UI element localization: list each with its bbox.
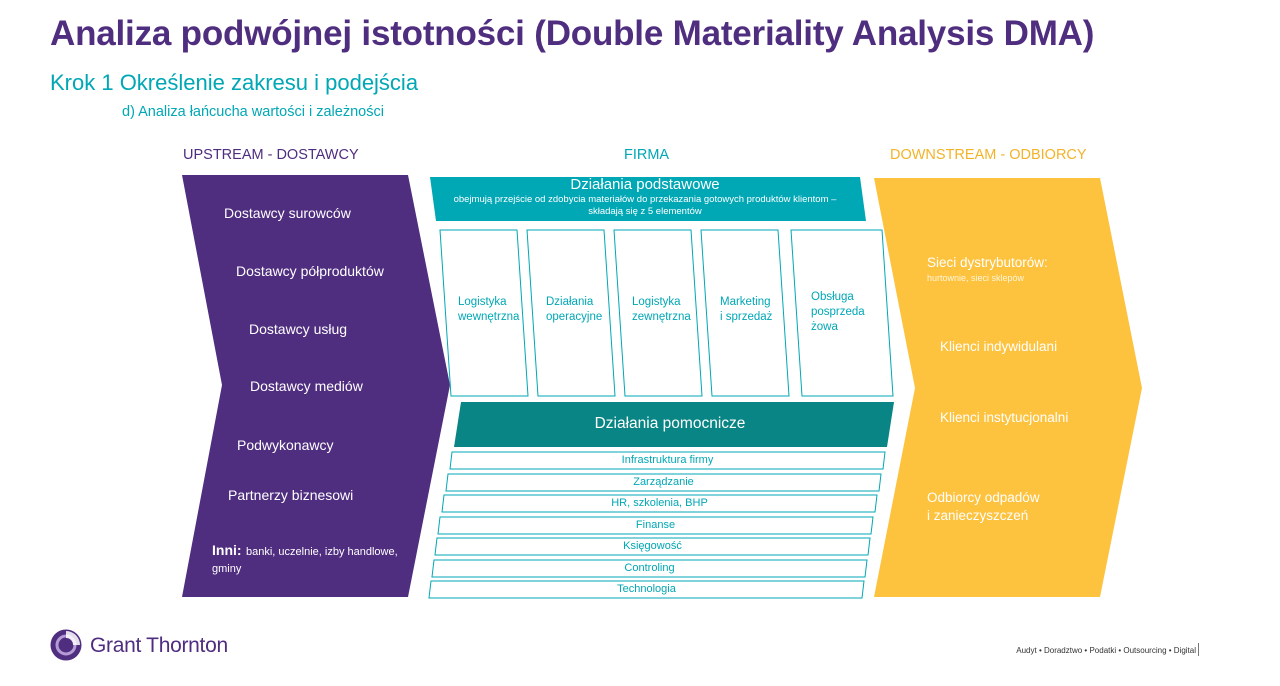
support-item: Controling <box>624 562 675 574</box>
page-subtitle: Krok 1 Określenie zakresu i podejścia <box>50 70 419 95</box>
primary-activities-header: Działania podstawowe obejmują przejście … <box>430 176 860 218</box>
support-row-1 <box>449 451 886 470</box>
support-row-7 <box>428 580 865 599</box>
page-title: Analiza podwójnej istotności (Double Mat… <box>50 14 1095 53</box>
firm-heading: FIRMA <box>624 147 670 163</box>
primary-activities-banner <box>430 177 866 221</box>
downstream-distributors-desc: hurtownie, sieci sklepów <box>927 273 1025 283</box>
support-row-5 <box>434 537 871 556</box>
support-row-3 <box>441 494 878 513</box>
support-item: Technologia <box>617 583 676 595</box>
support-item: HR, szkolenia, BHP <box>611 497 708 509</box>
upstream-others: Inni: banki, uczelnie, izby handlowe, gm… <box>212 542 402 577</box>
downstream-institutional: Klienci instytucjonalni <box>940 410 1069 425</box>
others-label: Inni: <box>212 542 242 558</box>
support-item: Zarządzanie <box>633 476 694 488</box>
footer-services: Audyt • Doradztwo • Podatki • Outsourcin… <box>1016 646 1196 655</box>
upstream-item: Dostawcy surowców <box>224 205 351 221</box>
grant-thornton-logo-icon <box>50 629 82 661</box>
downstream-individual: Klienci indywidulani <box>940 339 1058 354</box>
downstream-chevron <box>874 178 1142 597</box>
upstream-chevron <box>182 175 450 597</box>
step-detail: d) Analiza łańcucha wartości i zależnośc… <box>122 104 384 120</box>
support-item: Finanse <box>635 519 676 531</box>
downstream-distributors: Sieci dystrybutorów: <box>927 255 1048 270</box>
support-row-6 <box>431 559 868 578</box>
support-activities-title: Działania pomocnicze <box>594 415 746 432</box>
downstream-heading: DOWNSTREAM - ODBIORCY <box>890 147 1087 163</box>
support-activities-banner <box>454 402 894 447</box>
upstream-heading: UPSTREAM - DOSTAWCY <box>183 147 359 163</box>
support-row-4 <box>437 516 874 535</box>
primary-activities-title: Działania podstawowe <box>570 176 720 193</box>
upstream-item: Partnerzy biznesowi <box>228 487 354 503</box>
brand-name: Grant Thornton <box>90 634 228 657</box>
support-item: Infrastruktura firmy <box>621 454 714 466</box>
primary-activities-desc: obejmują przejście od zdobycia materiałó… <box>453 194 837 217</box>
upstream-item: Dostawcy usług <box>249 321 348 337</box>
activity-box-3 <box>613 229 703 397</box>
activity-box-4 <box>700 229 790 397</box>
others-text: banki, uczelnie, izby handlowe, gminy <box>212 546 398 575</box>
support-row-2 <box>445 473 882 492</box>
footer-divider <box>1198 643 1199 656</box>
activity-box-2 <box>526 229 616 397</box>
activity-box-5 <box>790 229 894 397</box>
upstream-item: Podwykonawcy <box>237 437 334 453</box>
upstream-item: Dostawcy mediów <box>250 378 363 394</box>
activity-box-1 <box>439 229 529 397</box>
upstream-item: Dostawcy półproduktów <box>236 263 384 279</box>
support-item: Księgowość <box>623 540 682 552</box>
